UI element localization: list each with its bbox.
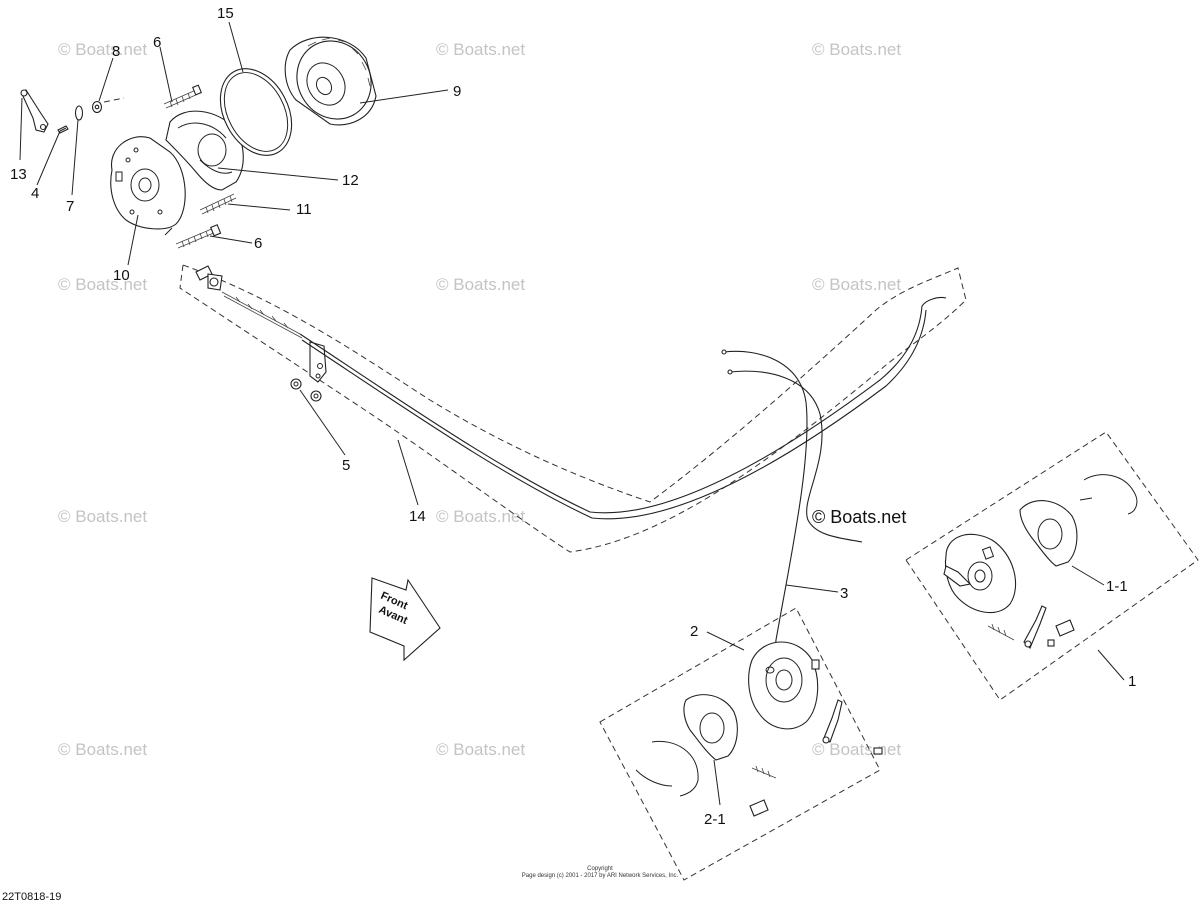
- brake-assembly-part-2: [599, 607, 883, 881]
- copyright-title: Copyright: [587, 866, 613, 872]
- watermark: © Boats.net: [436, 507, 525, 526]
- cable-part-3: [721, 349, 863, 661]
- brake-shoe-part-12: [165, 110, 244, 191]
- watermark: © Boats.net: [436, 40, 525, 59]
- watermark: © Boats.net: [812, 275, 901, 294]
- callout-13: 13: [10, 166, 27, 183]
- leader-14: [397, 439, 419, 506]
- callout-1: 1: [1128, 673, 1136, 690]
- watermark: © Boats.net: [58, 275, 147, 294]
- watermark: © Boats.net: [436, 275, 525, 294]
- spring-part-6-bottom: [175, 224, 222, 249]
- leader-2-1: [713, 759, 721, 806]
- callout-6-bottom: 6: [254, 235, 262, 252]
- callout-15: 15: [217, 5, 234, 22]
- footer: Copyright Page design (c) 2001 - 2017 by…: [2, 866, 679, 903]
- callout-9: 9: [453, 83, 461, 100]
- leader-1-1: [1071, 565, 1105, 586]
- callout-3: 3: [840, 585, 848, 602]
- callout-7: 7: [66, 198, 74, 215]
- watermarks: © Boats.net © Boats.net © Boats.net © Bo…: [58, 40, 906, 759]
- leader-1: [1097, 649, 1125, 681]
- front-direction-arrow: Front Avant: [369, 577, 441, 662]
- callouts: 8 6 15 9 13 4 7 12 11 6 10 5 14 3 1-1 1 …: [10, 5, 1136, 828]
- callout-8: 8: [112, 43, 120, 60]
- callout-2-1: 2-1: [704, 811, 726, 828]
- watermark: © Boats.net: [58, 740, 147, 759]
- cable-14-outline: [179, 264, 967, 553]
- callout-14: 14: [409, 508, 426, 525]
- watermark: © Boats.net: [436, 740, 525, 759]
- callout-10: 10: [113, 267, 130, 284]
- callout-2: 2: [690, 623, 698, 640]
- callout-6-top: 6: [153, 34, 161, 51]
- copyright-text: Page design (c) 2001 - 2017 by ARI Netwo…: [522, 873, 679, 879]
- watermark: © Boats.net: [58, 507, 147, 526]
- ring-part-7: [74, 105, 84, 121]
- lever-part-13: [20, 89, 49, 133]
- leader-2: [706, 631, 745, 651]
- leader-3: [785, 584, 839, 593]
- drum-part-9: [284, 36, 377, 126]
- callout-5: 5: [342, 457, 350, 474]
- leader-lines-top: [19, 21, 449, 266]
- backing-plate-part-10: [110, 136, 186, 230]
- leader-5: [299, 389, 346, 456]
- watermark: © Boats.net: [812, 40, 901, 59]
- spring-part-11: [199, 193, 237, 215]
- nut-part-8: [91, 100, 103, 114]
- spring-part-6-top: [163, 84, 202, 109]
- watermark-strong: © Boats.net: [812, 507, 906, 527]
- callout-1-1: 1-1: [1106, 578, 1128, 595]
- callout-11: 11: [296, 201, 312, 218]
- axis-line: [103, 97, 125, 103]
- cable-part-14: [195, 265, 947, 520]
- diagram-code: 22T0818-19: [2, 891, 61, 903]
- brake-assembly-part-1: [905, 431, 1199, 701]
- band-ring-part-15: [219, 68, 293, 156]
- callout-12: 12: [342, 172, 359, 189]
- callout-4: 4: [31, 185, 39, 202]
- watermark: © Boats.net: [58, 40, 147, 59]
